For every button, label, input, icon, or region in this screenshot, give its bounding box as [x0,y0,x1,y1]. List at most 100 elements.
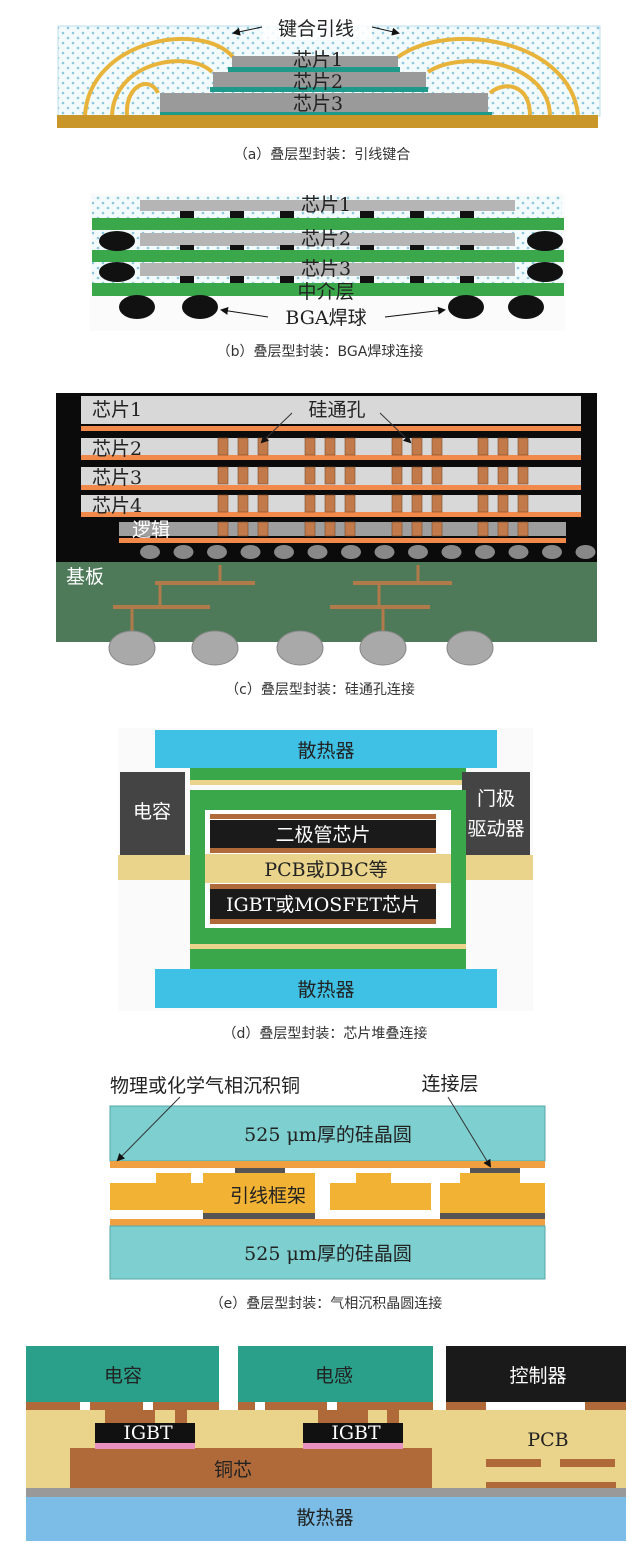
redistribution-layer [81,426,581,431]
tsv-via [237,466,249,485]
metal-layer [210,848,436,853]
arrow [379,412,412,444]
substrate-label: 基板 [66,566,104,588]
substrate-layer [190,768,466,780]
controller [446,1346,626,1402]
tsv-via [304,494,316,513]
arrow [447,1096,492,1168]
tsv-via [217,521,229,537]
tsv-via [411,466,423,485]
substrate-layer [92,218,564,230]
gate-driver-label: 驱动器 [467,818,524,840]
bond-layer [470,1168,520,1173]
wire-label: 键合引线 [278,18,354,40]
figure-f-embedded: 电容 电感 控制器 IGBT IGBT PCB 铜芯 散热器 [26,1346,626,1541]
micro-bump [307,545,328,559]
tsv-via [431,437,443,456]
tsv-via [344,494,356,513]
caption-a: （a）叠层型封装：引线键合 [234,147,411,163]
figure-e-cvd-wafer: 物理或化学气相沉积铜 连接层 525 μm厚的硅晶圆 引线框架 525 μm厚的… [109,1073,546,1312]
tsv-via [391,466,403,485]
wafer-label: 525 μm厚的硅晶圆 [244,1243,412,1265]
tsv-via [324,521,336,537]
substrate-layer [190,944,466,949]
chip-label: 芯片3 [92,467,142,489]
micro-bump [173,545,194,559]
tsv-via [344,521,356,537]
tsv-via [391,521,403,537]
micro-bump [441,545,462,559]
capacitor-label: 电容 [133,801,171,823]
controller-label: 控制器 [509,1365,566,1387]
tsv-via [217,466,229,485]
chip-3 [140,263,515,276]
igbt-chip [210,889,436,919]
metal-layer [210,919,436,924]
tsv-via [344,466,356,485]
diode-label: 二极管芯片 [275,824,370,846]
figure-a-wire-bond: 键合引线 芯片1 芯片2 芯片3 （a）叠层型封装：引线键合 [57,14,601,163]
chip-label: 芯片2 [293,71,343,93]
tsv-via [411,521,423,537]
diode-chip [210,820,436,848]
substrate-traces [113,565,452,632]
tsv-via [517,437,529,456]
micro-bump [140,545,160,559]
inductor-label: 电感 [315,1365,353,1387]
bond-layer [440,1213,545,1219]
die-attach [228,67,400,72]
tsv-via [217,437,229,456]
tsv-via [431,494,443,513]
pcb-label: PCB [527,1429,568,1451]
capacitor [26,1346,219,1402]
tsv-via [477,494,489,513]
igbt-label: IGBT [331,1422,381,1444]
tsv-via [411,494,423,513]
micro-bump [341,545,361,559]
tsv-via [477,521,489,537]
insulation-layer [26,1488,626,1497]
copper-layer [110,1219,545,1226]
heatsink [26,1497,626,1541]
die-attach [160,112,492,115]
micro-bump [475,545,495,559]
figure-b-bga: 芯片1 芯片2 芯片3 中介层 BGA焊球 （b）叠层型封装：BGA焊球连接 [90,193,565,360]
capacitor [120,772,185,855]
substrate-layer [190,780,466,785]
chip-3 [160,93,488,113]
tsv-via [324,494,336,513]
caption-d: （d）叠层型封装：芯片堆叠连接 [223,1025,428,1042]
tsv-via [237,494,249,513]
lead-frame-label: 引线框架 [230,1185,306,1207]
micro-bump [240,545,261,559]
chip-label: 芯片1 [301,194,351,216]
tsv-via [497,494,509,513]
tsv-via [411,437,423,456]
tsv-via [497,521,509,537]
chip-label: 芯片3 [293,93,343,115]
micro-bump [207,545,227,559]
gap [219,1346,238,1410]
redistribution-layer [81,485,581,490]
igbt-label: IGBT [123,1422,173,1444]
micro-bump [274,545,294,559]
label-bg [262,14,372,40]
bond-wires [83,36,580,116]
arrow [232,26,263,36]
solder-layer [95,1443,195,1449]
gap [433,1346,446,1410]
lead-frame [110,1173,545,1215]
tsv-via [477,437,489,456]
micro-bump [408,545,428,559]
chip-label: 芯片3 [301,258,351,280]
arrow [260,412,293,444]
redistribution-layer [81,512,581,517]
substrate [57,115,598,128]
chip-2 [213,72,426,87]
tsv-via [431,466,443,485]
pcb-dbc [205,854,451,883]
micro-bumps [140,545,596,559]
logic-die [119,522,566,536]
bga-balls [119,295,544,319]
heatsink-top [155,730,497,768]
